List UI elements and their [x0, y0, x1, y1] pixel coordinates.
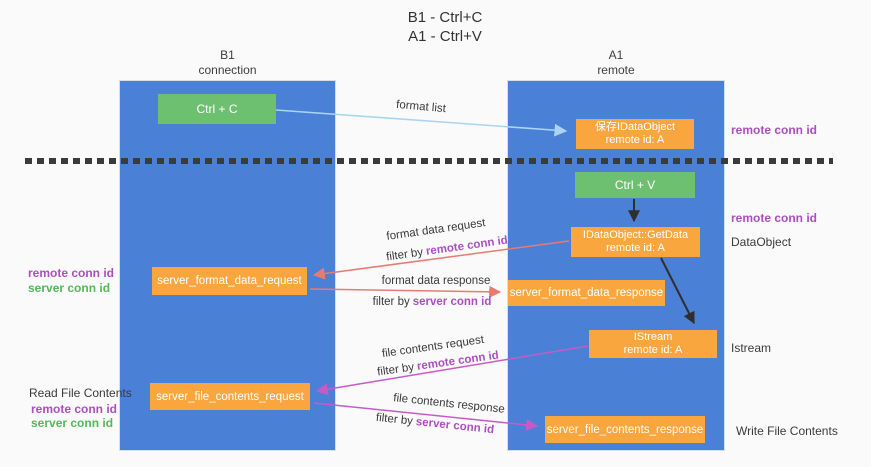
getdata-line2: remote id: A: [606, 242, 665, 254]
left-server-conn-id-label-1: server conn id: [28, 281, 111, 295]
right-remote-conn-id-label-2: remote conn id: [731, 211, 818, 225]
right-remote-conn-id-label-1: remote conn id: [731, 123, 818, 137]
phase-separator-dashed-line: [25, 158, 833, 164]
filter-by-text: filter by: [372, 296, 410, 308]
filter-by-text: filter by: [375, 411, 414, 428]
server-format-data-request-label: server_format_data_request: [157, 275, 302, 287]
format-data-response-label: format data response: [381, 275, 491, 287]
server-format-data-response-node: server_format_data_response: [508, 280, 665, 306]
left-remote-conn-id-label-2: remote conn id: [31, 402, 118, 416]
server-file-contents-request-node: server_file_contents_request: [150, 383, 310, 410]
format-list-label: format list: [395, 98, 447, 116]
left-column-header: B1 connection: [119, 48, 336, 78]
left-column-subtitle: connection: [198, 63, 257, 77]
server-file-contents-response-node: server_file_contents_response: [545, 416, 705, 443]
title-line-1: B1 - Ctrl+C: [407, 9, 483, 26]
server-conn-id-text: server conn id: [415, 416, 495, 437]
ctrl-c-node: Ctrl + C: [158, 94, 276, 124]
idataobject-getdata-node: IDataObject::GetData remote id: A: [571, 227, 700, 257]
ctrl-v-label: Ctrl + V: [614, 178, 656, 192]
filter-by-text: filter by: [376, 361, 415, 379]
left-server-conn-id-label-2: server conn id: [31, 416, 114, 430]
right-column-header: A1 remote: [507, 48, 725, 78]
istream-node: IStream remote id: A: [589, 330, 717, 358]
dataobject-label: DataObject: [731, 235, 792, 249]
remote-conn-id-text: remote conn id: [425, 234, 509, 258]
left-column-title: B1: [220, 48, 235, 62]
left-remote-conn-id-label-1: remote conn id: [28, 266, 115, 280]
save-idataobject-node: 保存IDataObject remote id: A: [576, 119, 694, 149]
istream-line1: IStream: [633, 331, 673, 343]
filter-by-text: filter by: [385, 246, 424, 264]
server-file-contents-request-label: server_file_contents_request: [156, 390, 304, 403]
ctrl-c-label: Ctrl + C: [196, 102, 238, 116]
write-file-contents-label: Write File Contents: [736, 424, 838, 438]
server-file-contents-response-label: server_file_contents_response: [546, 423, 704, 436]
right-column-subtitle: remote: [597, 63, 635, 77]
server-format-data-request-node: server_format_data_request: [152, 267, 307, 295]
ctrl-v-node: Ctrl + V: [575, 172, 695, 198]
save-idataobject-line2: remote id: A: [605, 134, 665, 146]
diagram-title: B1 - Ctrl+C A1 - Ctrl+V: [335, 8, 555, 46]
format-data-response-arrow: [309, 285, 502, 298]
right-column-title: A1: [608, 48, 624, 62]
save-idataobject-line1: 保存IDataObject: [594, 121, 676, 133]
getdata-line1: IDataObject::GetData: [582, 229, 689, 241]
title-line-2: A1 - Ctrl+V: [408, 28, 482, 45]
istream-line2: remote id: A: [623, 344, 683, 356]
server-conn-id-text: server conn id: [412, 296, 492, 308]
istream-side-label: Istream: [731, 341, 772, 355]
read-file-contents-label: Read File Contents: [29, 386, 132, 400]
server-format-data-response-label: server_format_data_response: [509, 287, 664, 299]
file-contents-response-label: file contents response: [392, 392, 506, 416]
